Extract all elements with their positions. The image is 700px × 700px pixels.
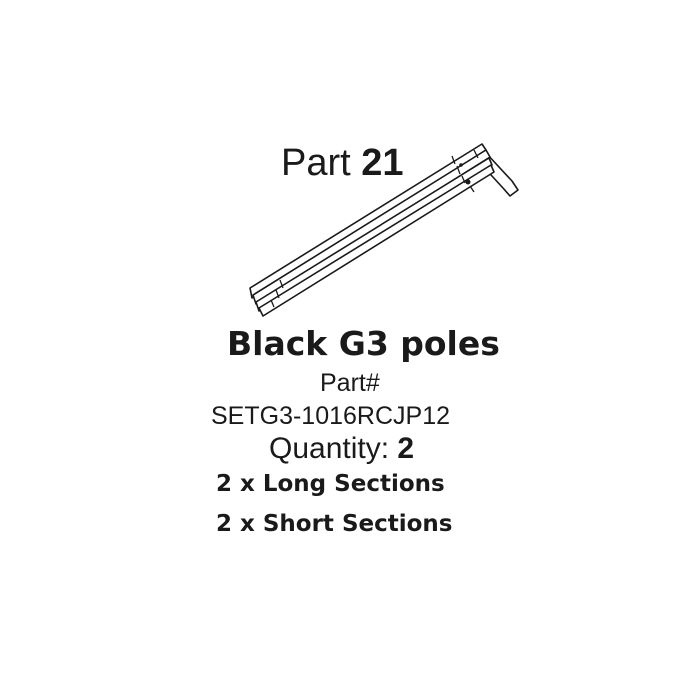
product-name: Black G3 poles	[227, 324, 500, 363]
part-number: 21	[361, 142, 404, 184]
bundled-tent-poles-icon	[249, 143, 519, 317]
part-number-label: Part#	[320, 369, 380, 397]
short-sections-line: 2 x Short Sections	[216, 511, 453, 537]
quantity-label: Quantity:	[269, 432, 390, 465]
quantity: Quantity: 2	[269, 431, 414, 467]
part-label: Part	[281, 142, 351, 184]
long-sections-line: 2 x Long Sections	[216, 471, 445, 497]
part-title: Part 21	[281, 140, 404, 186]
part-sku: SETG3-1016RCJP12	[211, 402, 451, 430]
quantity-value: 2	[397, 432, 415, 465]
